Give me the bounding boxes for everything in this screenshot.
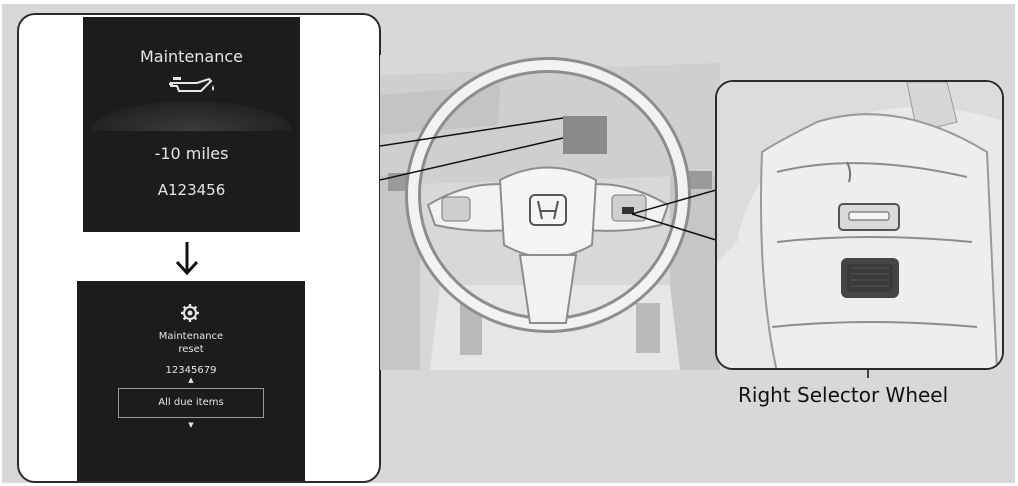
steering-wheel-illustration [380,55,720,370]
right-selector-wheel-label: Right Selector Wheel [738,383,948,407]
down-arrow-icon [172,240,202,276]
display-arc [91,101,292,131]
miles-remaining: -10 miles [83,144,300,163]
maintenance-code: A123456 [83,181,300,199]
oil-can-icon [167,73,217,99]
reset-title: Maintenance reset [77,330,305,356]
scroll-down-indicator: ▼ [77,421,305,429]
reset-selection-box[interactable]: All due items [118,388,264,418]
maintenance-reset-display: Maintenance reset 12345679 ▲ All due ite… [77,281,305,481]
maintenance-title: Maintenance [83,47,300,66]
gear-icon [180,303,200,323]
reset-number: 12345679 [77,365,305,376]
maintenance-display: Maintenance -10 miles A123456 [83,17,300,232]
scroll-up-indicator: ▲ [77,376,305,384]
selector-wheel-closeup [715,80,1004,370]
display-highlight [563,116,607,154]
switch-panel-drawing [717,82,1004,370]
